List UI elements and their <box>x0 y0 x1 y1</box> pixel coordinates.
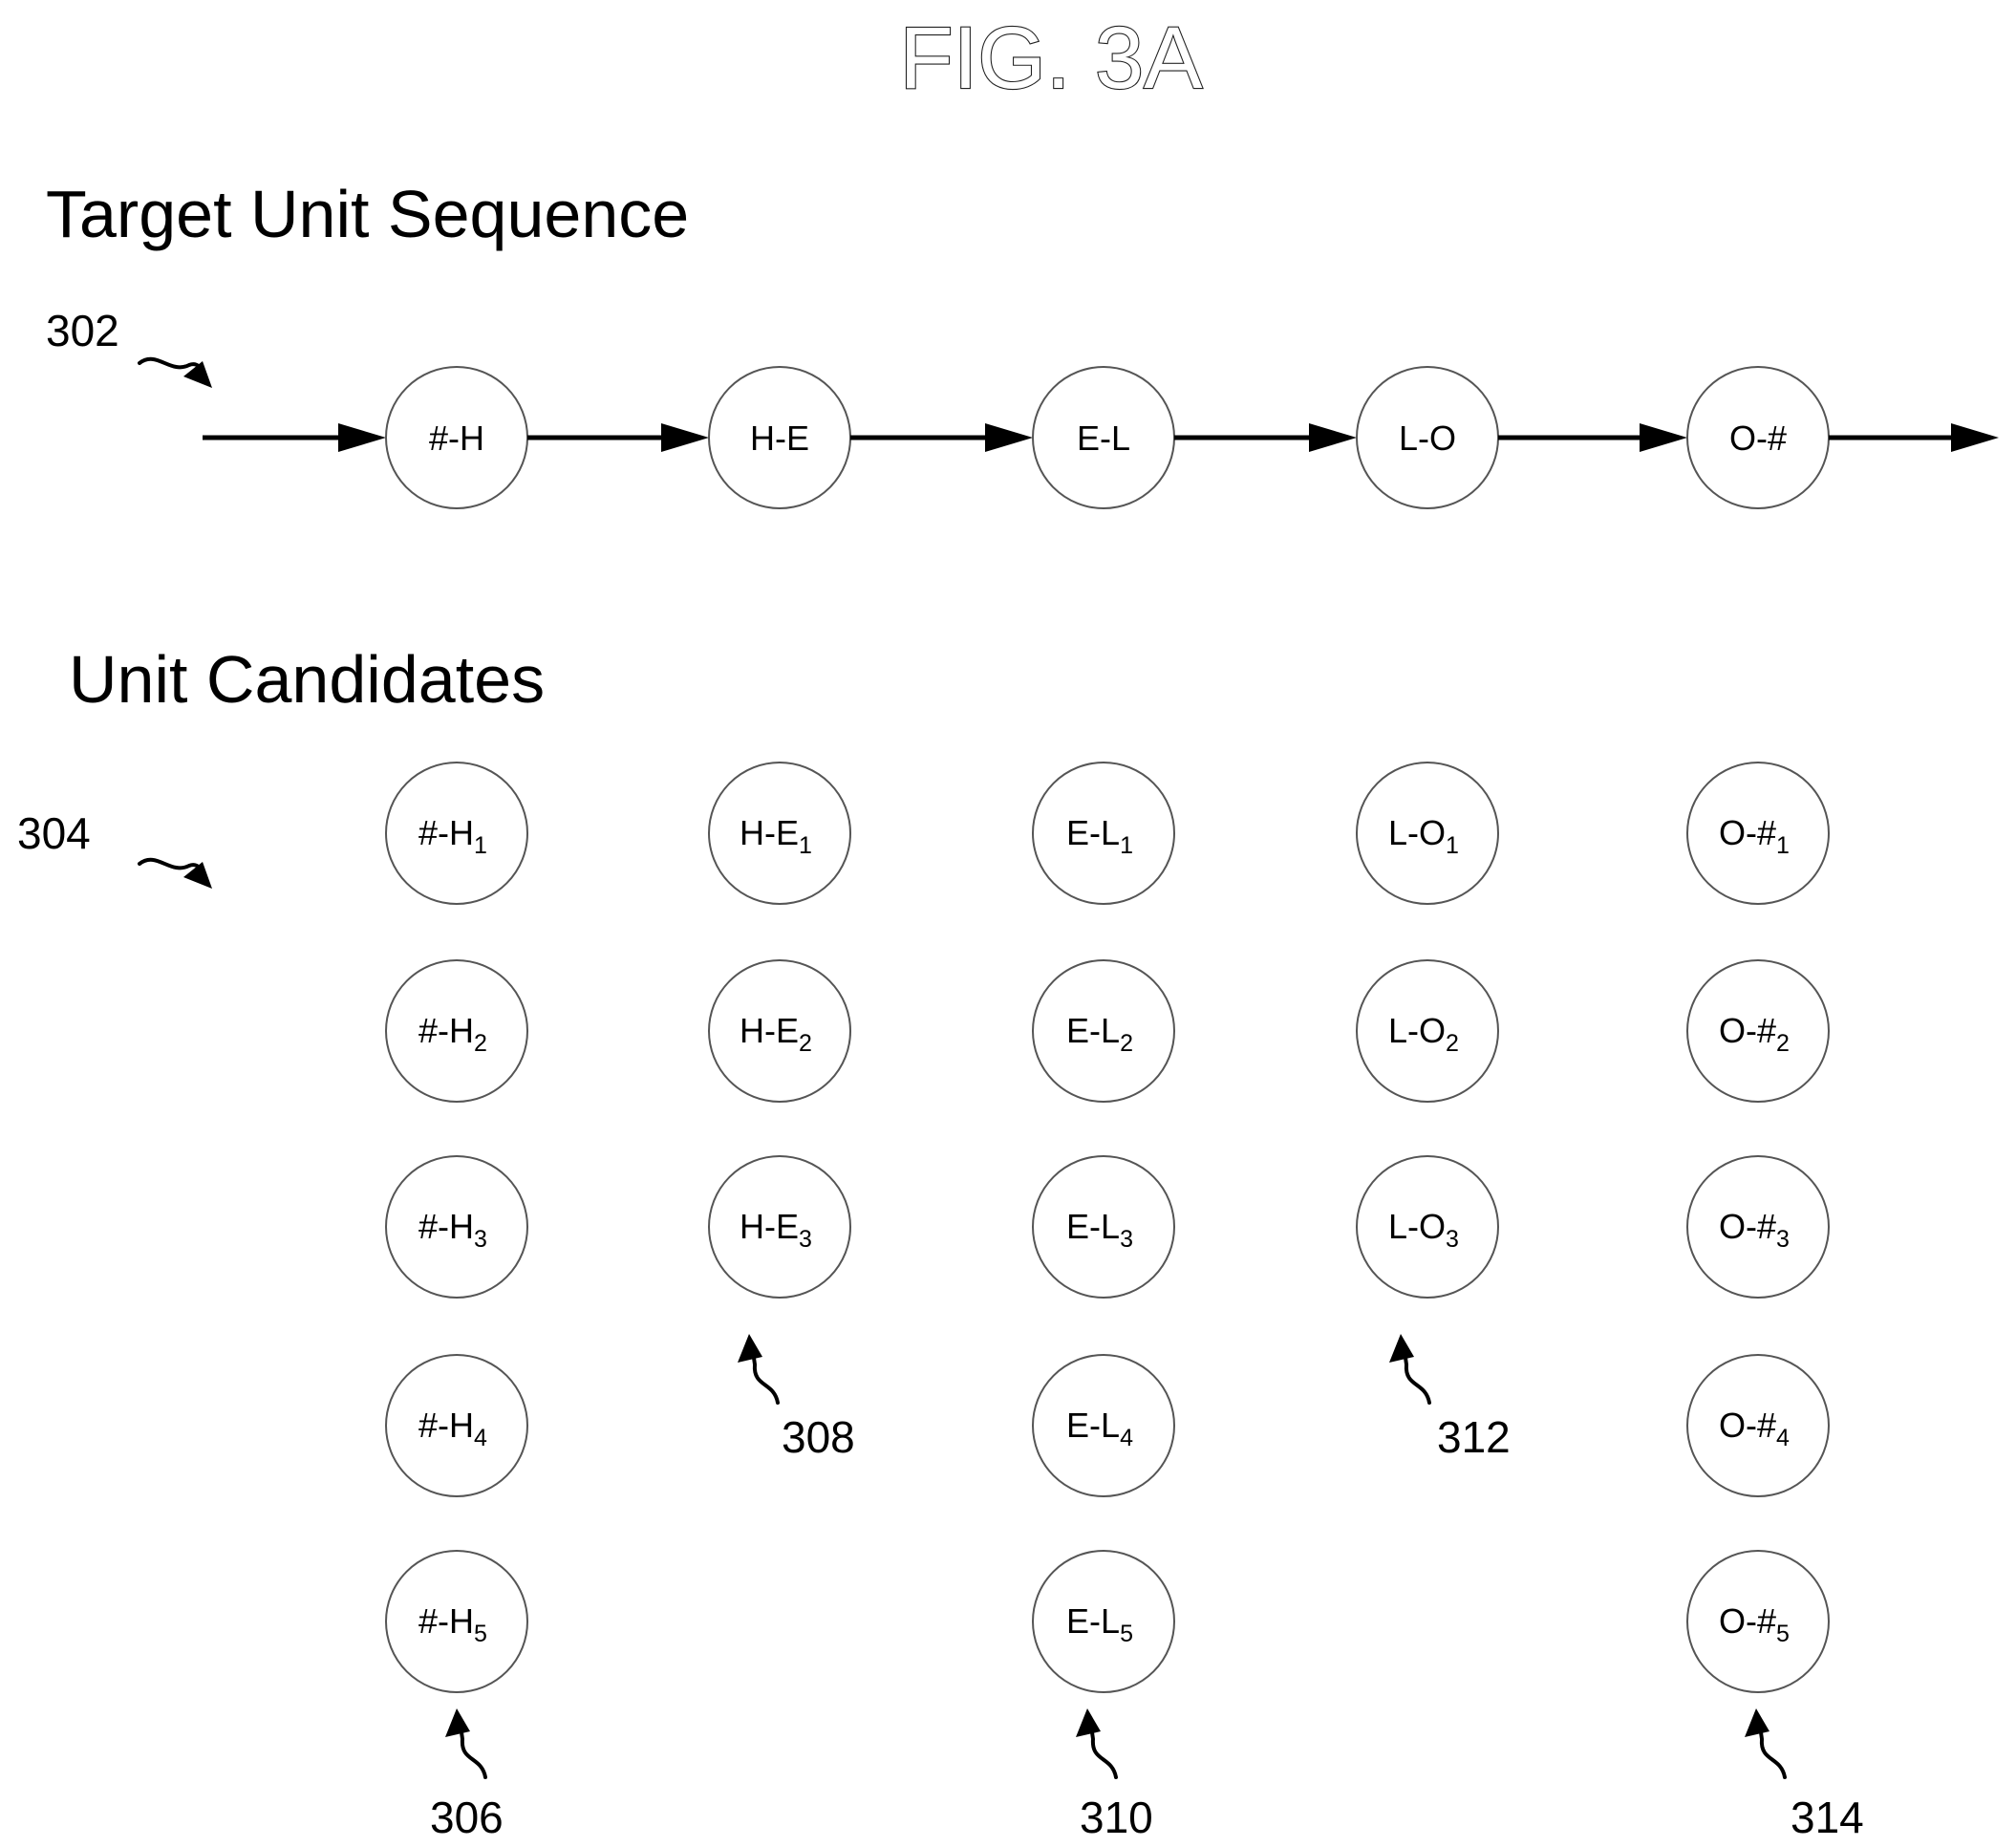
candidate-unit-node: E-L4 <box>1033 1355 1174 1496</box>
figure-title: FIG. 3A <box>900 10 1204 107</box>
unit-candidates-heading: Unit Candidates <box>69 642 545 717</box>
reference-pointer-310 <box>1076 1708 1116 1777</box>
reference-numeral-304: 304 <box>17 808 91 858</box>
node-label: L-O <box>1399 419 1456 458</box>
sequence-arrow-3 <box>1174 423 1357 452</box>
node-label: O-# <box>1729 419 1787 458</box>
candidate-unit-node: E-L2 <box>1033 960 1174 1102</box>
sequence-arrow-0 <box>203 423 386 452</box>
reference-numeral-306: 306 <box>430 1793 504 1842</box>
candidate-unit-node: E-L3 <box>1033 1156 1174 1298</box>
candidate-unit-node: O-#1 <box>1687 762 1829 904</box>
candidate-unit-node: #-H4 <box>386 1355 527 1496</box>
reference-pointer-314 <box>1745 1708 1785 1777</box>
sequence-arrow-5 <box>1829 423 1999 452</box>
target-unit-node: #-H <box>386 367 527 508</box>
reference-numeral-312: 312 <box>1437 1412 1511 1462</box>
candidate-unit-node: O-#4 <box>1687 1355 1829 1496</box>
candidate-unit-node: O-#2 <box>1687 960 1829 1102</box>
target-unit-node: O-# <box>1687 367 1829 508</box>
reference-numeral-308: 308 <box>782 1412 855 1462</box>
node-label: H-E <box>750 419 809 458</box>
sequence-arrow-2 <box>850 423 1033 452</box>
reference-pointer-312 <box>1389 1334 1429 1403</box>
candidate-unit-node: O-#5 <box>1687 1551 1829 1692</box>
candidate-column: O-#1O-#2O-#3O-#4O-#5 314 <box>1687 762 1864 1842</box>
node-label: #-H <box>429 419 484 458</box>
reference-pointer-308 <box>738 1334 778 1403</box>
candidate-unit-node: L-O2 <box>1357 960 1498 1102</box>
candidate-unit-node: H-E1 <box>709 762 850 904</box>
reference-numeral-310: 310 <box>1080 1793 1153 1842</box>
target-unit-sequence: 302 #-H H-E E-L L-O O-# <box>46 306 1999 508</box>
candidate-unit-node: E-L1 <box>1033 762 1174 904</box>
candidate-column: #-H1 #-H2 #-H3 #-H4 #-H5 306 <box>386 762 527 1842</box>
candidate-unit-node: H-E3 <box>709 1156 850 1298</box>
reference-pointer-306 <box>445 1708 485 1777</box>
reference-pointer-304 <box>139 860 212 889</box>
reference-numeral-302: 302 <box>46 306 119 355</box>
target-unit-sequence-heading: Target Unit Sequence <box>46 177 689 251</box>
unit-candidates-grid: 304 #-H1 #-H2 #-H3 #-H4 #-H5 306 H-E1H-E2H-E3 30… <box>17 762 1864 1842</box>
sequence-arrow-1 <box>527 423 709 452</box>
reference-pointer-302 <box>139 359 212 388</box>
candidate-unit-node: E-L5 <box>1033 1551 1174 1692</box>
target-unit-node: L-O <box>1357 367 1498 508</box>
candidate-unit-node: O-#3 <box>1687 1156 1829 1298</box>
candidate-unit-node: L-O1 <box>1357 762 1498 904</box>
candidate-unit-node: #-H2 <box>386 960 527 1102</box>
target-unit-node: H-E <box>709 367 850 508</box>
candidate-column: E-L1E-L2E-L3E-L4E-L5 310 <box>1033 762 1174 1842</box>
node-label: E-L <box>1077 419 1130 458</box>
candidate-column: L-O1L-O2L-O3 312 <box>1357 762 1511 1462</box>
candidate-unit-node: L-O3 <box>1357 1156 1498 1298</box>
candidate-unit-node: #-H1 <box>386 762 527 904</box>
target-unit-node: E-L <box>1033 367 1174 508</box>
candidate-unit-node: #-H5 <box>386 1551 527 1692</box>
candidate-unit-node: #-H3 <box>386 1156 527 1298</box>
reference-numeral-314: 314 <box>1791 1793 1864 1842</box>
candidate-column: H-E1H-E2H-E3 308 <box>709 762 855 1462</box>
sequence-arrow-4 <box>1498 423 1687 452</box>
candidate-unit-node: H-E2 <box>709 960 850 1102</box>
